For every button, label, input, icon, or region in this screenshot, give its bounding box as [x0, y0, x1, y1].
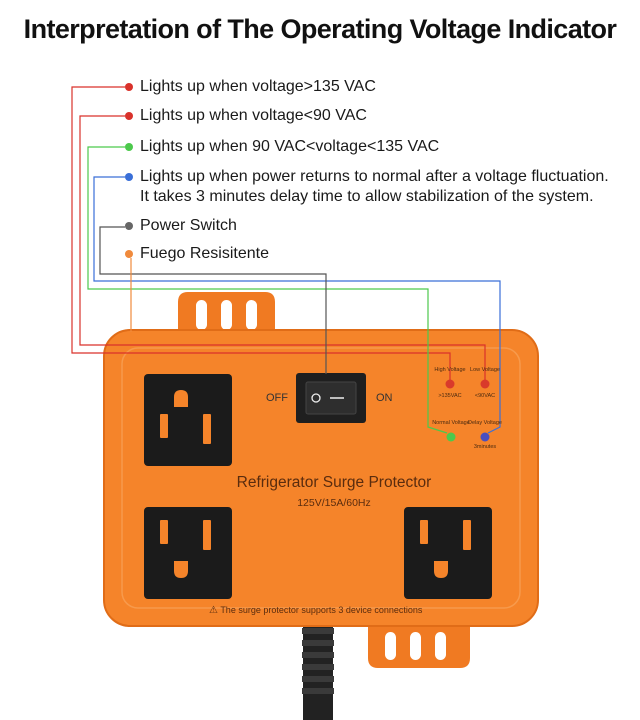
orange-dot-icon: [125, 250, 133, 258]
indicator-high-voltage-sub: >135VAC: [438, 393, 462, 399]
indicator-normal-voltage: [446, 432, 456, 442]
off-circle-icon: [311, 393, 321, 403]
outlet-bottom-left: [144, 507, 232, 599]
warning-text: The surge protector supports 3 device co…: [220, 605, 423, 615]
gray-dot-icon: [125, 222, 133, 230]
legend-label: Lights up when voltage>135 VAC: [140, 78, 376, 95]
legend-label-line2: It takes 3 minutes delay time to allow s…: [140, 188, 594, 205]
legend-label: Lights up when 90 VAC<voltage<135 VAC: [140, 138, 440, 155]
indicator-low-voltage: [480, 379, 490, 389]
switch-on-label: ON: [376, 392, 393, 404]
page-title: Interpretation of The Operating Voltage …: [23, 14, 617, 44]
red-dot-icon: [125, 112, 133, 120]
legend-label: Fuego Resisitente: [140, 245, 269, 262]
power-cord: [302, 625, 334, 720]
product-rating: 125V/15A/60Hz: [297, 497, 371, 509]
indicator-delay-voltage-label: Delay Voltage: [468, 420, 502, 426]
indicator-delay-voltage-sub: 3minutes: [473, 444, 497, 450]
callout-line-low-voltage: [79, 115, 486, 380]
indicator-low-voltage-label: Low Voltage: [470, 367, 500, 373]
callout-line-normal-voltage: [87, 146, 448, 434]
outlet-top-left: [144, 374, 232, 466]
product-name: Refrigerator Surge Protector: [236, 474, 432, 491]
outlet-bottom-right: [404, 507, 492, 599]
legend-label: Lights up when voltage<90 VAC: [140, 107, 367, 124]
blue-dot-icon: [125, 173, 133, 181]
warning-triangle-icon: ⚠: [209, 605, 218, 616]
legend-label: Lights up when power returns to normal a…: [140, 168, 609, 185]
green-dot-icon: [125, 143, 133, 151]
indicator-high-voltage: [445, 379, 455, 389]
indicator-delay-voltage: [480, 432, 490, 442]
callout-lines: [71, 86, 501, 434]
legend-label: Power Switch: [140, 217, 237, 234]
indicator-high-voltage-label: High Voltage: [434, 367, 466, 373]
callout-line-delay-voltage: [93, 176, 501, 434]
switch-off-label: OFF: [266, 392, 288, 404]
power-switch[interactable]: [296, 373, 366, 423]
red-dot-icon: [125, 83, 133, 91]
top-mounting-bracket: [178, 292, 275, 340]
indicator-low-voltage-sub: <90VAC: [474, 393, 496, 399]
callout-line-power-switch: [99, 226, 327, 374]
warning-text-row: ⚠ The surge protector supports 3 device …: [209, 605, 422, 616]
callout-line-high-voltage: [71, 86, 451, 380]
indicator-normal-voltage-label: Normal Voltage: [432, 420, 470, 426]
